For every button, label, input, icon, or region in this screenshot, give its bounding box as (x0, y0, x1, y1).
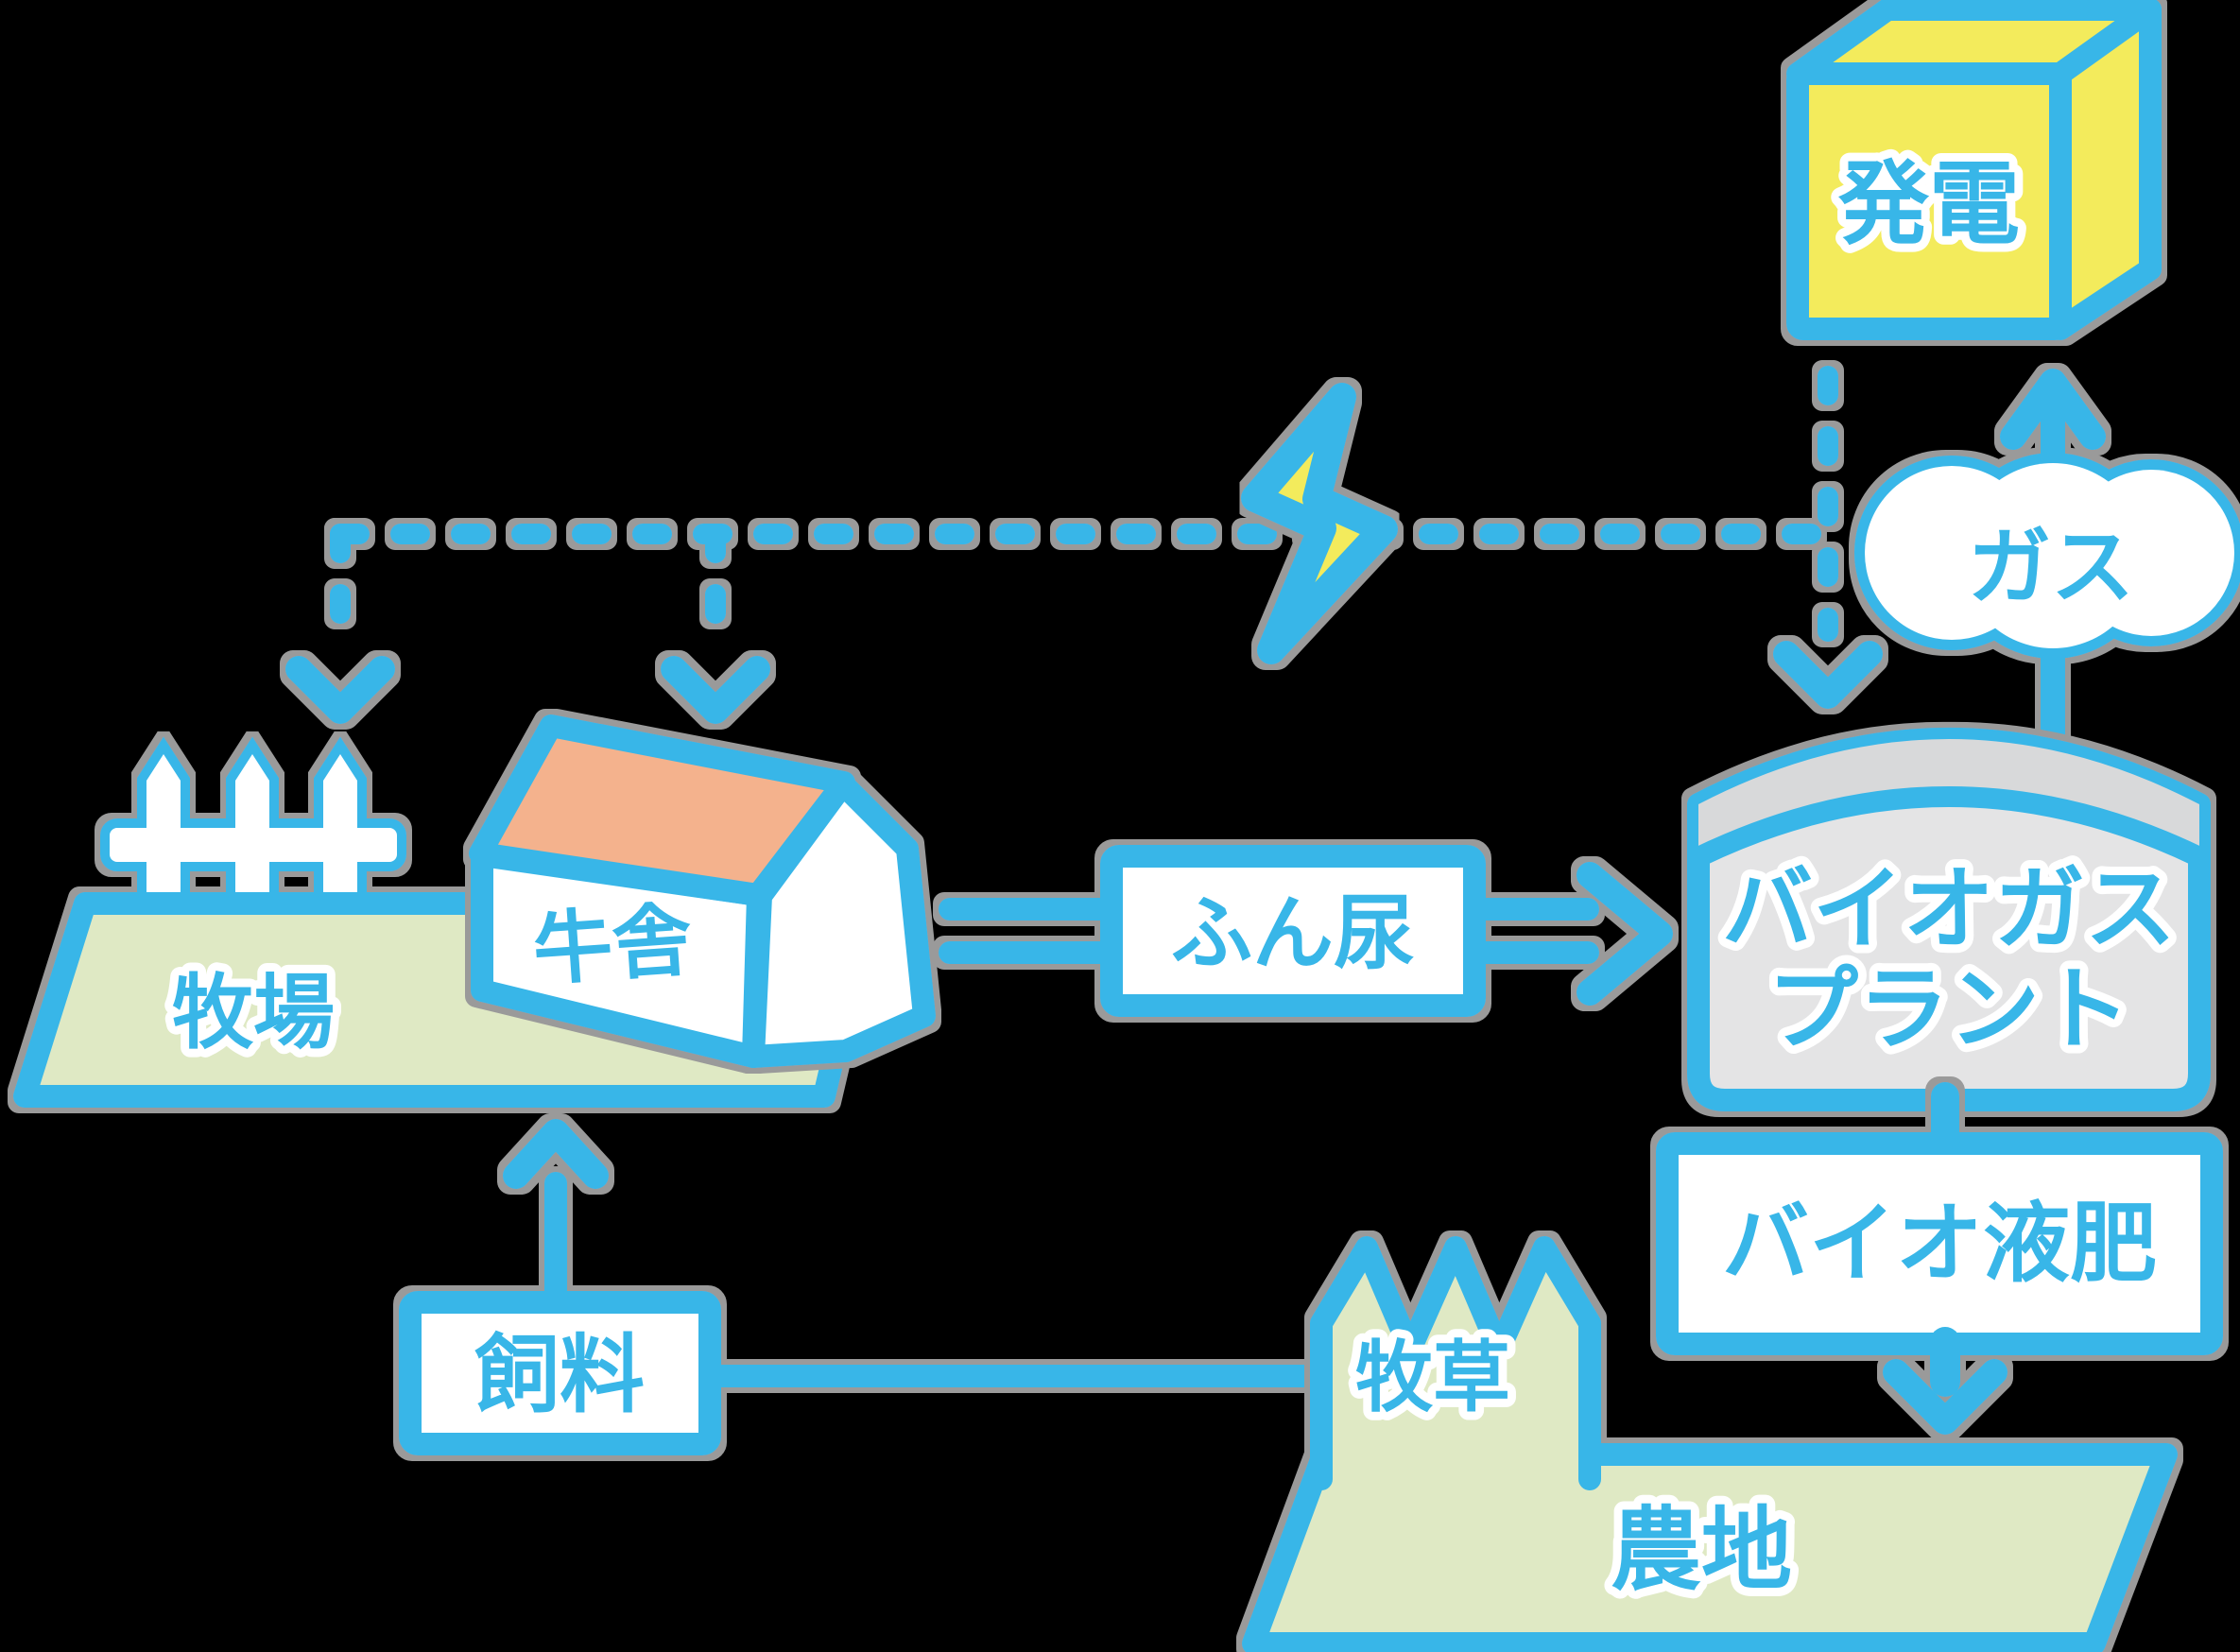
plant-node: バイオガス プラント (1687, 728, 2211, 1111)
cowshed-node: 牛舎 (469, 714, 936, 1068)
power-node: 発電 (1786, 0, 2162, 340)
gas-label: ガス (1968, 519, 2134, 616)
fence-picket (235, 754, 269, 892)
farmland-node: 牧草 農地 (1242, 1236, 2178, 1652)
lightning-bolt-shape (1241, 383, 1398, 664)
farmland-ground (1242, 1443, 2178, 1652)
grass-label: 牧草 (1355, 1334, 1510, 1423)
fence-picket (323, 754, 357, 892)
gas-node: ガス (1854, 369, 2240, 768)
electricity-dashed-lines (285, 366, 1883, 724)
tank-dome-band (1698, 739, 2199, 857)
cube-right-face (2049, 0, 2162, 340)
fertilizer-label: バイオ液肥 (1722, 1194, 2157, 1295)
grass-mound-outline (1310, 1236, 1601, 1490)
ranch-label: 牧場 (172, 966, 335, 1060)
arrowhead-to-cowshed-icon (661, 656, 770, 724)
manure-box (1100, 845, 1486, 1017)
power-label: 発電 (1838, 151, 2020, 257)
arrowhead-to-plant-icon (1773, 641, 1883, 709)
cloud-lobe-right (2068, 470, 2234, 636)
feed-arrowhead-icon (503, 1119, 609, 1189)
fertilizer-flow: バイオ液肥 (1656, 1082, 2223, 1435)
manure-flow: ふん尿 (939, 845, 1673, 1017)
fence-rail (110, 828, 397, 862)
cowshed-label: 牛舎 (530, 893, 695, 996)
lightning-bolt-icon (1241, 383, 1398, 664)
fence-icon (100, 736, 406, 902)
fertilizer-arrowhead-icon (1883, 1359, 2007, 1435)
cube-front-face (1786, 62, 2072, 340)
feed-label: 飼料 (474, 1326, 645, 1425)
gas-cloud-icon (1854, 453, 2240, 659)
fence-picket (146, 754, 181, 892)
tank-stripe (1694, 786, 2204, 867)
house-roof (469, 714, 855, 906)
manure-label: ふん尿 (1171, 886, 1415, 981)
farmland-label: 農地 (1611, 1497, 1792, 1603)
plant-label-line2: プラント (1767, 956, 2130, 1062)
arrowhead-to-ranch-icon (285, 656, 395, 724)
gas-to-power-arrowhead-icon (2000, 369, 2106, 450)
feed-box (399, 1291, 721, 1455)
feed-flow: 飼料 (399, 1119, 1344, 1455)
plant-label-line1: バイオガス (1722, 856, 2176, 962)
manure-arrowhead-icon (1577, 862, 1673, 1006)
